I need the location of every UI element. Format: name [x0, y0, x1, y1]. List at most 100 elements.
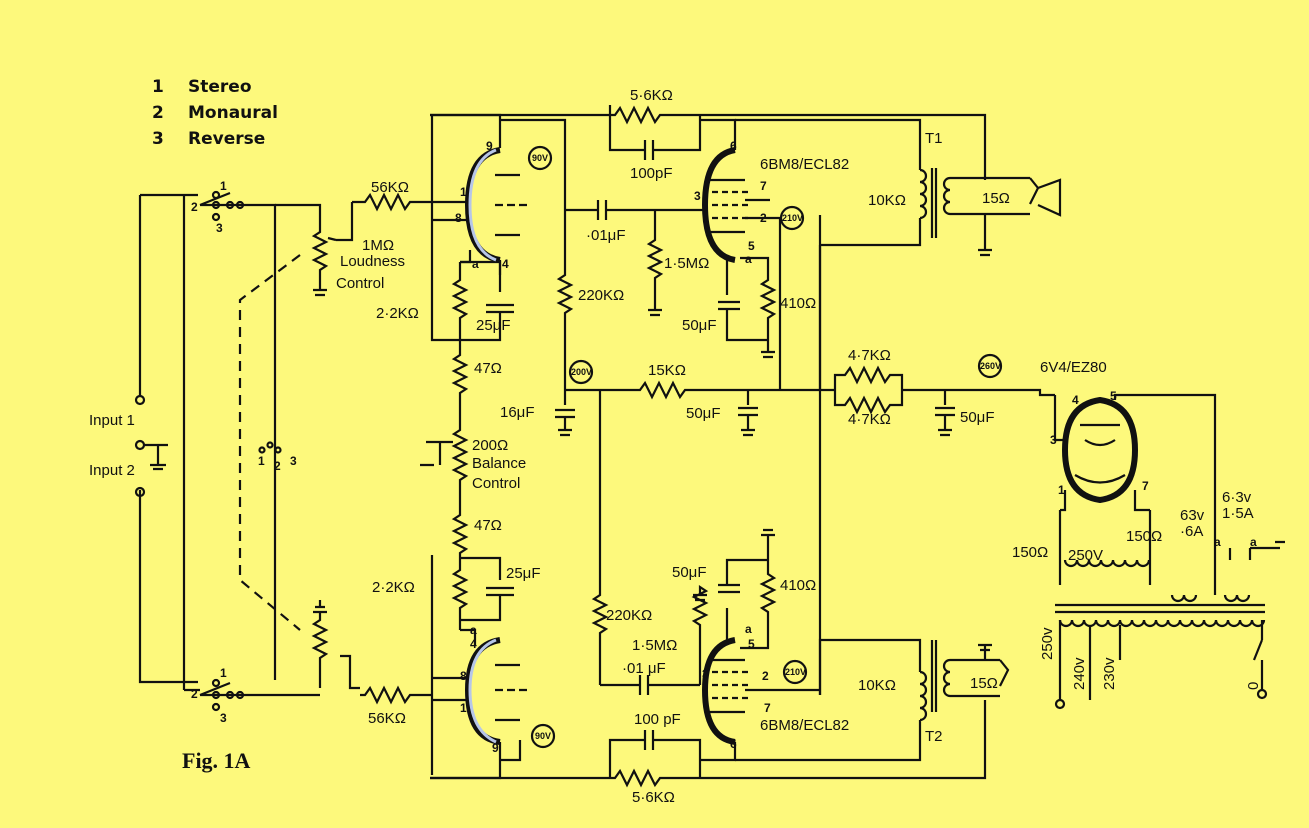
resistor-220k-bottom-label: 220KΩ [606, 607, 652, 624]
switch-top-pos-1: 1 [220, 179, 227, 193]
legend-num-1: 1 [152, 77, 164, 97]
speaker-top-impedance: 15Ω [982, 190, 1010, 207]
rect-pin-4: 4 [1072, 393, 1079, 407]
switch-top-pos-3: 3 [216, 221, 223, 235]
resistor-56k-bottom-label: 56KΩ [368, 710, 406, 727]
xfmr-top-impedance: 10KΩ [868, 192, 906, 209]
cathode-chain [420, 115, 514, 775]
figure-caption: Fig. 1A [182, 748, 251, 773]
tap-250v-label: 250V [1068, 547, 1103, 564]
pin-2-bottom: 2 [762, 669, 769, 683]
pin-8-top: 8 [455, 211, 462, 225]
resistor-410-top-label: 410Ω [780, 295, 816, 312]
rect-pin-5: 5 [1110, 389, 1117, 403]
voltage-badges [527, 145, 1003, 749]
legend-label-monaural: Monaural [188, 103, 278, 123]
loudness-pot-bottom [311, 600, 360, 690]
cap-01uf-top-label: ·01μF [586, 227, 626, 244]
resistor-150-b-label: 150Ω [1126, 528, 1162, 545]
resistor-56k-bottom [360, 685, 432, 705]
resistor-56k-top-label: 56KΩ [371, 179, 409, 196]
cap-50uf-top-label: 50μF [682, 317, 717, 334]
loudness-label-2: Control [336, 275, 384, 292]
mains-0-label: 0 [1245, 682, 1262, 690]
resistor-4k7-a-label: 4·7KΩ [848, 347, 891, 364]
cap-25uf-bottom-label: 25μF [506, 565, 541, 582]
resistor-47-top-label: 47Ω [474, 360, 502, 377]
plate-wiring [430, 113, 700, 780]
cap-50uf-bottom-label: 50μF [672, 564, 707, 581]
resistor-150-a-label: 150Ω [1012, 544, 1048, 561]
pentode-top [655, 118, 782, 390]
resistor-1m5-top-label: 1·5MΩ [664, 255, 709, 272]
tube-bottom-type: 6BM8/ECL82 [760, 717, 849, 734]
resistor-56k-top [352, 192, 432, 212]
pin-a2-bottom: a [745, 622, 752, 636]
mains-240v-label: 240v [1071, 657, 1088, 690]
voltage-210v-top: 210V [782, 213, 803, 223]
input-2-label: Input 2 [89, 462, 135, 479]
cap-50uf-mid-label: 50μF [686, 405, 721, 422]
pentode-bottom [691, 528, 820, 762]
pin-9-top: 9 [486, 139, 493, 153]
gang-pos-3: 3 [290, 454, 297, 468]
rectifier-tube [1053, 393, 1285, 603]
pin-2-top: 2 [760, 211, 767, 225]
resistor-410-bottom-label: 410Ω [780, 577, 816, 594]
balance-label-2: Control [472, 475, 520, 492]
triode-bottom [432, 637, 527, 760]
resistor-47-bottom-label: 47Ω [474, 517, 502, 534]
resistor-2k2-top-label: 2·2KΩ [376, 305, 419, 322]
output-transformer-top [735, 118, 1062, 390]
switch-bottom-pos-1: 1 [220, 666, 227, 680]
switch-top-pos-2: 2 [191, 200, 198, 214]
loudness-pot-value: 1MΩ [362, 237, 394, 254]
pin-6-bottom: 6 [730, 737, 737, 751]
pin-3-bottom: 3 [702, 667, 709, 681]
pin-a-top: a [472, 257, 479, 271]
pin-8-bottom: 8 [460, 669, 467, 683]
output-transformer-bottom [735, 638, 1010, 762]
voltage-260v: 260V [980, 361, 1001, 371]
pin-4-top: 4 [502, 257, 509, 271]
pin-7-bottom: 7 [764, 701, 771, 715]
legend-label-reverse: Reverse [188, 129, 265, 149]
resistor-4k7-b-label: 4·7KΩ [848, 411, 891, 428]
xfmr-bottom-impedance: 10KΩ [858, 677, 896, 694]
legend-label-stereo: Stereo [188, 77, 252, 97]
resistor-5k6-top-label: 5·6KΩ [630, 87, 673, 104]
voltage-200v: 200V [571, 367, 592, 377]
triode-top [432, 120, 527, 275]
pin-6-top: 6 [730, 139, 737, 153]
gang-pos-2: 2 [274, 459, 281, 473]
cap-50uf-psu-label: 50μF [960, 409, 995, 426]
cap-100pf-bottom-label: 100 pF [634, 711, 681, 728]
b-plus-rail [600, 215, 1055, 695]
pin-9-bottom: 9 [492, 741, 499, 755]
xfmr-bottom-label: T2 [925, 728, 943, 745]
resistor-220k-top-label: 220KΩ [578, 287, 624, 304]
feedback-bottom [430, 700, 987, 788]
pin-3-top: 3 [694, 189, 701, 203]
legend-num-3: 3 [152, 129, 164, 149]
loudness-pot-top [311, 202, 354, 297]
resistor-5k6-bottom-label: 5·6KΩ [632, 789, 675, 806]
voltage-90v-top: 90V [532, 153, 548, 163]
heater-63v-label: 63v [1180, 507, 1205, 524]
voltage-210v-bottom: 210V [785, 667, 806, 677]
rect-pin-1: 1 [1058, 483, 1065, 497]
switch-legend: 1 Stereo 2 Monaural 3 Reverse [152, 77, 278, 149]
resistor-15k-label: 15KΩ [648, 362, 686, 379]
cap-25uf-top-label: 25μF [476, 317, 511, 334]
switch-bottom-pos-3: 3 [220, 711, 227, 725]
input-1-label: Input 1 [89, 412, 135, 429]
heater-pin-b: a [1250, 535, 1257, 549]
rect-pin-3: 3 [1050, 433, 1057, 447]
pin-labels: 1 8 9 4 a 6 7 3 2 5 a 1 8 9 4 a 6 7 3 2 … [455, 139, 1257, 755]
pin-7-top: 7 [760, 179, 767, 193]
legend-num-2: 2 [152, 103, 164, 123]
pin-a-bottom: a [470, 623, 477, 637]
loudness-label-1: Loudness [340, 253, 405, 270]
pin-1-top: 1 [460, 185, 467, 199]
pin-a2-top: a [745, 252, 752, 266]
